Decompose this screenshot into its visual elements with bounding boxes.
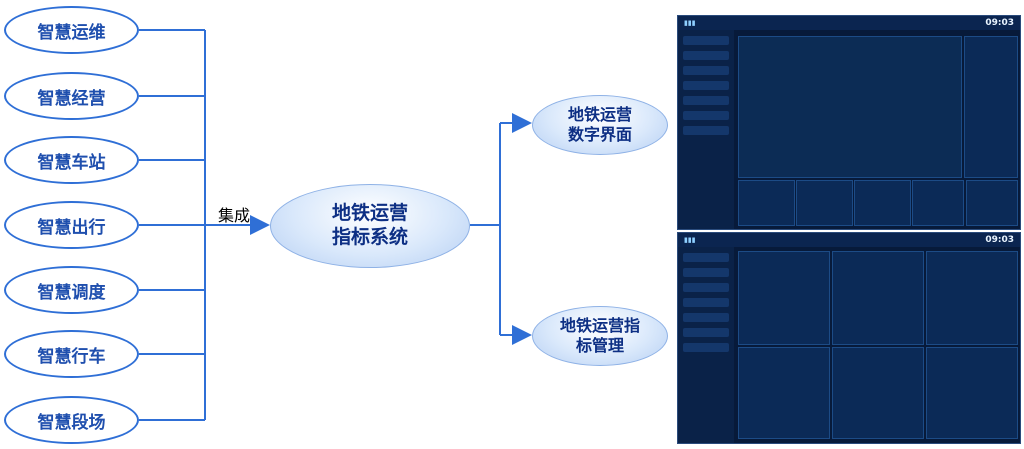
metric-tile xyxy=(832,251,924,345)
output-node-digital: 地铁运营数字界面 xyxy=(532,95,668,155)
dashboard-preview-metrics: ▮▮▮09:03 xyxy=(677,232,1021,444)
input-node-dispatch: 智慧调度 xyxy=(4,266,139,314)
chart-tile xyxy=(796,180,853,226)
chart-tile xyxy=(738,180,795,226)
input-node-business: 智慧经营 xyxy=(4,72,139,120)
chart-tile xyxy=(912,180,964,226)
metric-tile xyxy=(926,347,1018,439)
input-node-travel: 智慧出行 xyxy=(4,201,139,249)
dashboard-preview-map: ▮▮▮09:03 xyxy=(677,15,1021,230)
output-node-management: 地铁运营指标管理 xyxy=(532,306,668,366)
chart-tile xyxy=(854,180,911,226)
metric-tile xyxy=(832,347,924,439)
metric-tile xyxy=(926,251,1018,345)
gauge-panel xyxy=(964,36,1018,178)
map-panel xyxy=(738,36,962,178)
center-line2: 指标系统 xyxy=(331,226,408,248)
metric-tile xyxy=(738,347,830,439)
dashboard-clock: 09:03 xyxy=(985,18,1014,28)
chart-tile xyxy=(966,180,1018,226)
input-node-station: 智慧车站 xyxy=(4,136,139,184)
input-node-ops: 智慧运维 xyxy=(4,6,139,54)
input-node-train: 智慧行车 xyxy=(4,330,139,378)
metric-tile xyxy=(738,251,830,345)
dashboard-clock: 09:03 xyxy=(985,235,1014,245)
center-line1: 地铁运营 xyxy=(331,202,408,225)
integration-label: 集成 xyxy=(218,206,251,225)
center-node: 地铁运营指标系统 xyxy=(270,184,470,268)
input-node-depot: 智慧段场 xyxy=(4,396,139,444)
